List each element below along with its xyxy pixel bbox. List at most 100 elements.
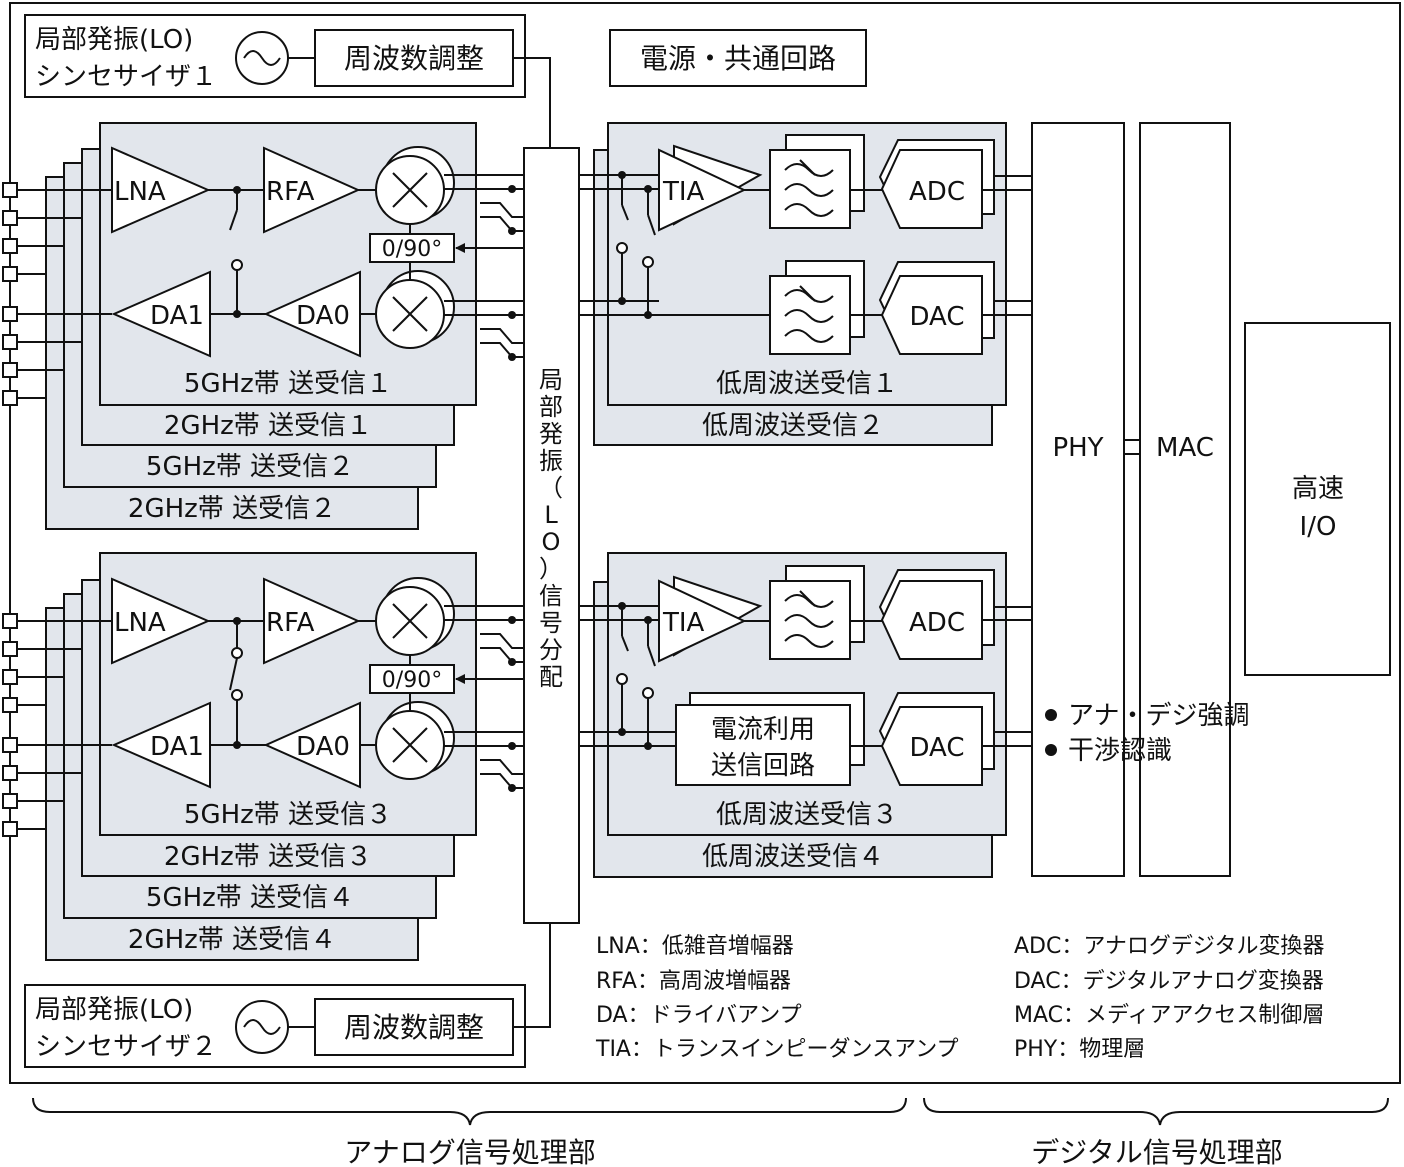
phase-shifter-label: 0/90° bbox=[382, 668, 442, 693]
legend-item: DA：ドライバアンプ bbox=[596, 1003, 802, 1028]
lo-synthesizer-1: 局部発振(LO) シンセサイザ１ 周波数調整 bbox=[24, 14, 551, 148]
dac-label: DAC bbox=[909, 733, 964, 763]
lna-amplifier bbox=[111, 146, 211, 234]
rf-stack-label: 5GHz帯 送受信３ bbox=[184, 800, 392, 830]
tia-amplifier bbox=[658, 579, 747, 663]
rfa-amplifier bbox=[263, 577, 361, 665]
dac-block bbox=[880, 275, 983, 355]
rf-group-1: 2GHz帯 送受信２ 5GHz帯 送受信２ 2GHz帯 送受信１ 5GHz帯 送… bbox=[2, 122, 524, 530]
lo-distribution-char: O bbox=[542, 528, 561, 556]
bullet-icon bbox=[1045, 744, 1057, 756]
rf-group-2: 2GHz帯 送受信４ 5GHz帯 送受信４ 2GHz帯 送受信３ 5GHz帯 送… bbox=[2, 552, 524, 961]
power-common-box bbox=[609, 29, 867, 87]
lo-distribution-char: （ bbox=[539, 474, 563, 502]
power-common-label: 電源・共通回路 bbox=[640, 42, 836, 75]
dac-label: DAC bbox=[909, 302, 964, 332]
lo-synth-2-line2: シンセサイザ２ bbox=[35, 1032, 217, 1062]
phase-shifter-box bbox=[369, 233, 455, 263]
lo-distribution-char: 分 bbox=[539, 636, 563, 664]
lf-stack-label: 低周波送受信４ bbox=[702, 842, 884, 872]
rfa-label: RFA bbox=[266, 608, 315, 638]
phase-shifter-box bbox=[369, 664, 455, 694]
tia-amplifier bbox=[658, 148, 747, 232]
digital-section-brace bbox=[923, 1097, 1389, 1126]
legend-item: LNA：低雑音増幅器 bbox=[596, 934, 794, 959]
current-tx-line1: 電流利用 bbox=[711, 715, 815, 745]
lf-stack-label: 低周波送受信２ bbox=[702, 411, 884, 441]
lo-distribution-char: ） bbox=[539, 555, 563, 583]
legend-right: ADC：アナログデジタル変換器 DAC：デジタルアナログ変換器 MAC：メディア… bbox=[1014, 934, 1324, 1062]
feature-item: アナ・デジ強調 bbox=[1068, 701, 1249, 731]
analog-section-brace bbox=[32, 1097, 907, 1126]
phy-label: PHY bbox=[1052, 433, 1103, 463]
da1-label: DA1 bbox=[150, 732, 204, 762]
da1-label: DA1 bbox=[150, 301, 204, 331]
lo-distribution-bar bbox=[523, 147, 580, 924]
legend-item: MAC：メディアアクセス制御層 bbox=[1014, 1003, 1324, 1028]
legend-item: DAC：デジタルアナログ変換器 bbox=[1014, 969, 1324, 994]
adc-label: ADC bbox=[909, 177, 965, 207]
lna-label: LNA bbox=[114, 608, 166, 638]
lo-distribution-char: L bbox=[544, 501, 558, 529]
filter-icon bbox=[769, 149, 851, 229]
legend-item: TIA：トランスインピーダンスアンプ bbox=[595, 1037, 959, 1062]
current-tx-line2: 送信回路 bbox=[711, 751, 815, 781]
current-tx-circuit-box bbox=[675, 704, 851, 786]
lo-distribution-char: 信 bbox=[539, 582, 563, 610]
rfa-label: RFA bbox=[266, 177, 315, 207]
legend-left: LNA：低雑音増幅器 RFA：高周波増幅器 DA：ドライバアンプ TIA：トラン… bbox=[595, 934, 959, 1062]
rf-stack-label: 5GHz帯 送受信２ bbox=[146, 452, 354, 482]
digital-section-label: デジタル信号処理部 bbox=[1031, 1136, 1282, 1167]
freq-adjust-label-2: 周波数調整 bbox=[344, 1011, 484, 1044]
adc-block bbox=[880, 149, 983, 229]
lo-synth-1-line1: 局部発振(LO) bbox=[35, 25, 193, 55]
outer-frame bbox=[9, 2, 1401, 1084]
lna-amplifier bbox=[111, 577, 211, 665]
lna-label: LNA bbox=[114, 177, 166, 207]
io-line1: 高速 bbox=[1292, 474, 1344, 504]
freq-adjust-label-1: 周波数調整 bbox=[344, 42, 484, 75]
dac-block bbox=[880, 706, 983, 786]
da0-label: DA0 bbox=[296, 301, 350, 331]
lo-synth-2-line1: 局部発振(LO) bbox=[35, 995, 193, 1025]
lo-distribution-char: 部 bbox=[539, 393, 563, 421]
mac-label: MAC bbox=[1156, 433, 1214, 463]
feature-item: 干渉認識 bbox=[1068, 736, 1172, 766]
rf-stack-label: 5GHz帯 送受信４ bbox=[146, 883, 354, 913]
analog-section-label: アナログ信号処理部 bbox=[344, 1136, 595, 1167]
rf-stack-label: 2GHz帯 送受信２ bbox=[128, 494, 336, 524]
adc-label: ADC bbox=[909, 608, 965, 638]
lo-distribution-char: 配 bbox=[539, 663, 563, 691]
lf-group-1: 低周波送受信２ 低周波送受信１ TIA ADC D bbox=[579, 122, 1032, 446]
high-speed-io-block bbox=[1244, 322, 1391, 676]
lo-distribution-char: 号 bbox=[539, 609, 563, 637]
legend-item: PHY：物理層 bbox=[1014, 1037, 1145, 1062]
lo-distribution-char: 振 bbox=[539, 447, 563, 475]
phase-shifter-label: 0/90° bbox=[382, 237, 442, 262]
da0-label: DA0 bbox=[296, 732, 350, 762]
lf-group-2: 低周波送受信４ 低周波送受信３ TIA ADC 電流利用 送信回路 bbox=[579, 552, 1032, 878]
rfa-amplifier bbox=[263, 146, 361, 234]
mac-block bbox=[1139, 122, 1231, 877]
filter-icon bbox=[769, 275, 851, 355]
lf-stack-label: 低周波送受信３ bbox=[716, 800, 898, 830]
lo-synth-1-line2: シンセサイザ１ bbox=[35, 62, 217, 92]
rf-stack-label: 5GHz帯 送受信１ bbox=[184, 369, 392, 399]
freq-adjust-box-2 bbox=[314, 998, 514, 1056]
adc-block bbox=[880, 580, 983, 660]
tia-label: TIA bbox=[662, 608, 705, 638]
rf-stack-label: 2GHz帯 送受信１ bbox=[164, 411, 372, 441]
bullet-icon bbox=[1045, 709, 1057, 721]
legend-item: RFA：高周波増幅器 bbox=[596, 969, 791, 994]
lf-stack-label: 低周波送受信１ bbox=[716, 369, 898, 399]
legend-item: ADC：アナログデジタル変換器 bbox=[1014, 934, 1324, 959]
lo-synthesizer-2: 局部発振(LO) シンセサイザ２ 周波数調整 bbox=[24, 923, 551, 1068]
io-line2: I/O bbox=[1300, 512, 1337, 542]
filter-icon bbox=[769, 580, 851, 660]
tia-label: TIA bbox=[662, 177, 705, 207]
rf-stack-label: 2GHz帯 送受信３ bbox=[164, 842, 372, 872]
rf-stack-label: 2GHz帯 送受信４ bbox=[128, 925, 336, 955]
lo-distribution-char: 発 bbox=[539, 420, 563, 448]
